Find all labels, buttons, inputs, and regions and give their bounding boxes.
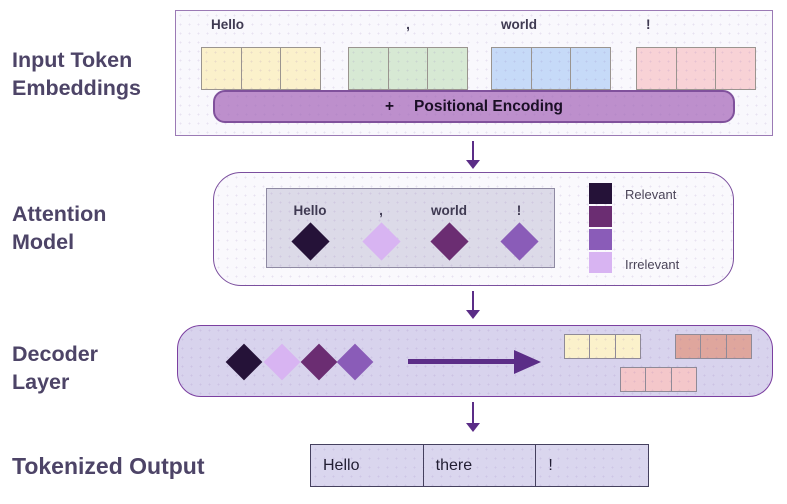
token-text: Hello bbox=[293, 203, 327, 218]
embedding-cell bbox=[716, 48, 755, 89]
decoder-layer-label-line2: Layer bbox=[12, 370, 70, 394]
decoded-token-vector bbox=[620, 367, 697, 392]
attention-diamond bbox=[429, 222, 469, 261]
attention-model-panel: Hello , world ! Relevant Irrelevant bbox=[213, 172, 734, 286]
input-embeddings-panel: Hello , world ! + Positional Encoding bbox=[175, 10, 773, 136]
embedding-cell bbox=[676, 335, 702, 358]
flow-arrow-down-icon bbox=[466, 402, 480, 432]
decoded-token-vector bbox=[675, 334, 752, 359]
embedding-cell bbox=[281, 48, 320, 89]
embedding-cell bbox=[677, 48, 717, 89]
attention-token-exclamation: ! bbox=[489, 203, 549, 261]
token-group-comma: , bbox=[348, 17, 468, 90]
embedding-cell bbox=[727, 335, 751, 358]
legend-swatch bbox=[589, 183, 612, 204]
token-group-hello: Hello bbox=[201, 17, 321, 90]
legend-swatch bbox=[589, 252, 612, 273]
embedding-cell bbox=[571, 48, 610, 89]
legend-swatch bbox=[589, 206, 612, 227]
embedding-cell bbox=[616, 335, 640, 358]
token-text: , bbox=[379, 203, 383, 218]
attention-diamond bbox=[499, 222, 539, 261]
embedding-cell bbox=[202, 48, 242, 89]
embedding-cell bbox=[637, 48, 677, 89]
token-group-world: world bbox=[491, 17, 611, 90]
token-text: Hello bbox=[211, 17, 245, 32]
decode-arrow-right-icon bbox=[408, 359, 514, 364]
embedding-vector bbox=[201, 47, 321, 90]
token-text: world bbox=[501, 17, 537, 32]
tokenized-output-label: Tokenized Output bbox=[12, 453, 205, 479]
decoder-diamond bbox=[300, 343, 338, 381]
embedding-vector bbox=[348, 47, 468, 90]
attention-model-label-line2: Model bbox=[12, 230, 75, 254]
embedding-cell bbox=[242, 48, 282, 89]
attention-token-comma: , bbox=[351, 203, 411, 261]
embedding-vector bbox=[491, 47, 611, 90]
embedding-cell bbox=[646, 368, 672, 391]
output-token-cell: ! bbox=[548, 456, 553, 474]
decoded-token-vector bbox=[564, 334, 641, 359]
positional-encoding-text: Positional Encoding bbox=[414, 97, 564, 115]
token-text: world bbox=[431, 203, 467, 218]
attention-weights-box: Hello , world ! bbox=[266, 188, 555, 268]
embedding-cell bbox=[492, 48, 532, 89]
decoder-layer-panel bbox=[177, 325, 773, 397]
input-embeddings-label-line1: Input Token bbox=[12, 48, 133, 72]
attention-token-world: world bbox=[419, 203, 479, 261]
plus-icon: + bbox=[384, 97, 395, 115]
attention-diamond bbox=[361, 222, 401, 261]
embedding-cell bbox=[590, 335, 616, 358]
tokenized-output-table: Hello there ! bbox=[310, 444, 649, 487]
attention-token-hello: Hello bbox=[280, 203, 340, 261]
embedding-cell bbox=[565, 335, 591, 358]
embedding-vector bbox=[636, 47, 756, 90]
output-token-cell: Hello bbox=[311, 445, 424, 486]
legend-label-relevant: Relevant bbox=[625, 187, 677, 202]
attention-model-label: Attention Model bbox=[12, 200, 106, 256]
attention-model-label-line1: Attention bbox=[12, 202, 107, 226]
token-text: ! bbox=[646, 17, 651, 32]
decoder-layer-label: Decoder Layer bbox=[12, 340, 98, 396]
decoder-diamond bbox=[336, 343, 374, 381]
decoder-layer-label-line1: Decoder bbox=[12, 342, 99, 366]
embedding-cell bbox=[532, 48, 572, 89]
output-token-cell: there bbox=[424, 445, 537, 486]
embedding-cell bbox=[428, 48, 467, 89]
token-group-exclamation: ! bbox=[636, 17, 756, 90]
embedding-cell bbox=[672, 368, 696, 391]
flow-arrow-down-icon bbox=[466, 141, 480, 169]
token-text: , bbox=[406, 17, 410, 32]
decoder-diamond bbox=[225, 343, 263, 381]
embedding-cell bbox=[701, 335, 727, 358]
decoder-diamond bbox=[263, 343, 301, 381]
input-embeddings-label: Input Token Embeddings bbox=[12, 46, 141, 102]
decode-arrow-head-icon bbox=[514, 350, 541, 374]
legend-swatch bbox=[589, 229, 612, 250]
embedding-cell bbox=[349, 48, 389, 89]
flow-arrow-down-icon bbox=[466, 291, 480, 319]
embedding-cell bbox=[389, 48, 429, 89]
relevance-legend: Relevant Irrelevant bbox=[589, 183, 719, 277]
embedding-cell bbox=[621, 368, 647, 391]
input-embeddings-label-line2: Embeddings bbox=[12, 76, 142, 100]
token-text: ! bbox=[516, 203, 522, 218]
legend-label-irrelevant: Irrelevant bbox=[625, 257, 680, 272]
attention-diamond bbox=[290, 222, 330, 261]
positional-encoding-bar: + Positional Encoding bbox=[213, 90, 735, 123]
